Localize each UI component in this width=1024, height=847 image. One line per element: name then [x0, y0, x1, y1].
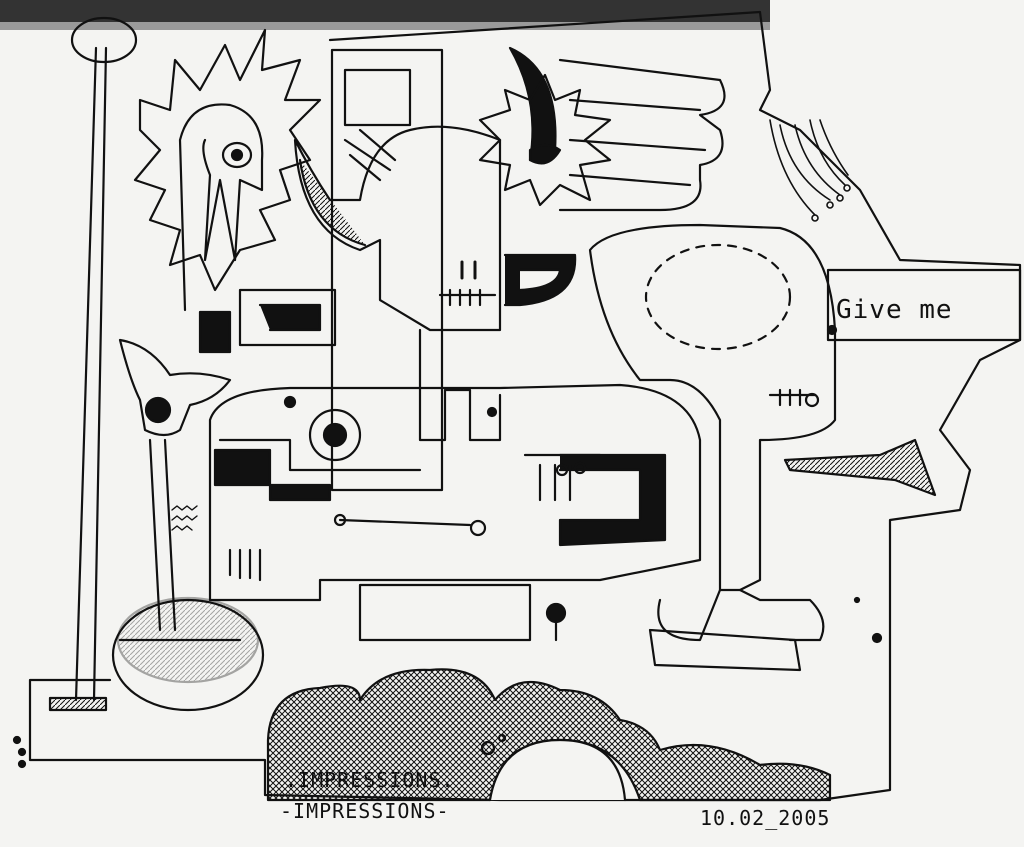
hatched-hills	[266, 668, 832, 802]
paper-edge-shadow	[0, 0, 770, 22]
wing-right	[558, 58, 726, 212]
creature-feet	[648, 588, 825, 672]
tail	[783, 438, 937, 497]
bird-creature	[178, 103, 264, 312]
scribble-mark	[171, 505, 198, 531]
black-stripe-left	[238, 288, 337, 347]
hanging-wires	[769, 119, 851, 222]
round-pedestal	[111, 596, 265, 712]
caption-top: .IMPRESSIONS.	[285, 768, 455, 792]
date-stamp: 10.02_2005	[700, 806, 830, 830]
pole-lamp	[48, 16, 138, 712]
speech-box	[826, 268, 1022, 342]
winged-eye	[118, 338, 232, 632]
caption-bottom: -IMPRESSIONS-	[280, 799, 450, 823]
horned-skull	[293, 46, 557, 332]
outer-frame-outline	[28, 10, 1022, 802]
spiky-burst-left	[133, 28, 322, 292]
big-creature	[588, 223, 838, 592]
speech-text: Give me	[836, 295, 953, 325]
bottom-box	[358, 583, 532, 642]
tall-panel	[330, 48, 444, 492]
starburst-face	[478, 73, 612, 207]
body-block	[208, 328, 702, 602]
